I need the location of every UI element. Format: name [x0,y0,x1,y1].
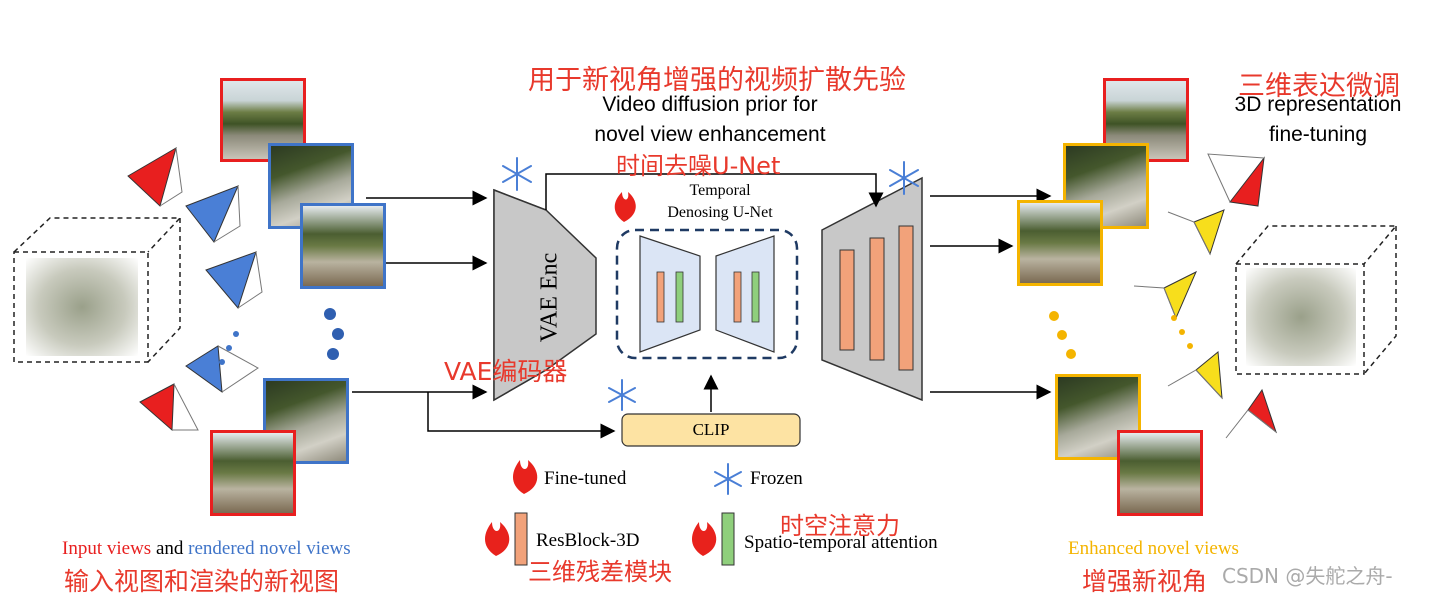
right-scene-image [1246,268,1356,366]
snowflake-icon-decoder [889,161,919,195]
finetune-cn: 三维表达微调 [1238,71,1400,102]
dot-small-1 [233,331,239,337]
finetune-en-line2: fine-tuning [1268,123,1368,146]
bottom-right-caption: Enhanced novel views [1068,538,1239,559]
bottom-left-caption: Input views and rendered novel views [62,538,351,560]
camera-red-top-right [1207,153,1265,207]
vae-cn-label: VAE编码器 [444,357,568,386]
unet-attention-right [751,271,760,323]
vae-enc-label: VAE Enc [536,252,563,343]
flame-icon-legend [513,460,538,494]
dot-yellow-2 [1057,330,1067,340]
flame-icon-attention [692,522,717,556]
camera-yellow-3 [1167,351,1223,400]
unet-resblock-left [656,271,665,323]
snowflake-icon-clip [608,379,636,411]
input-view-thumb-2 [210,430,296,516]
dot-yellow-3 [1066,349,1076,359]
left-3d-scene-cube [13,217,182,363]
legend-frozen: Frozen [750,468,803,489]
right-3d-scene-cube [1235,225,1398,375]
finetune-en-line1: 3D representation [1234,93,1402,116]
enhanced-view-thumb-3 [1017,200,1103,286]
unet-down-block [639,235,701,353]
clip-box [621,413,801,447]
camera-blue-2 [205,251,263,310]
dot-small-3 [219,359,225,365]
decoder-resblock-2 [869,237,885,361]
title-cn: 用于新视角增强的视频扩散先验 [528,65,906,96]
camera-blue-3 [185,345,259,394]
caption-input-views: Input views [62,538,152,559]
legend-fine-tuned: Fine-tuned [544,468,627,489]
title-en-line1: Video diffusion prior for [602,93,818,116]
dot-yellow-small-1 [1171,315,1177,321]
clip-label: CLIP [692,420,730,439]
decoder-resblock-1 [839,249,855,351]
flame-icon-unet [614,192,636,222]
camera-yellow-2 [1133,270,1198,320]
snowflake-icon-legend [714,463,742,495]
watermark: CSDN @失舵之舟- [1222,564,1393,588]
dot-yellow-small-2 [1179,329,1185,335]
decoder-resblock-3 [898,225,914,371]
dot-small-2 [226,345,232,351]
bottom-left-cn: 输入视图和渲染的新视图 [64,567,340,596]
dot-big-3 [327,348,339,360]
dot-yellow-1 [1049,311,1059,321]
camera-yellow-1 [1167,209,1225,256]
legend-resblock-swatch [514,512,528,566]
flame-icon-resblock [485,522,510,556]
enhanced-view-thumb-5 [1117,430,1203,516]
dot-big-1 [324,308,336,320]
snowflake-icon-encoder [502,157,532,191]
dot-big-2 [332,328,344,340]
bottom-right-cn: 增强新视角 [1082,567,1208,596]
legend-attention: Spatio-temporal attention [744,532,938,553]
unet-label-line1: Temporal [689,182,751,199]
unet-label-line2: Denosing U-Net [667,204,773,221]
dot-yellow-small-3 [1187,343,1193,349]
unet-up-block [715,235,775,353]
unet-dashed-box [615,228,799,360]
legend-attention-swatch [721,512,735,566]
legend-resblock: ResBlock-3D [536,530,640,551]
camera-red-bottom-left [139,383,199,432]
camera-red-top-left [127,146,183,207]
unet-cn-label: 时间去噪U-Net [616,152,781,180]
left-scene-image [26,258,138,356]
unet-resblock-right [733,271,742,323]
unet-attention-left [675,271,684,323]
legend-resblock-cn: 三维残差模块 [528,558,672,586]
rendered-view-thumb-2 [300,203,386,289]
camera-blue-1 [185,185,241,243]
legend-attention-cn: 时空注意力 [780,512,900,540]
input-view-thumb-1 [220,78,306,162]
arrows [352,173,1052,439]
caption-rendered-views: rendered novel views [188,538,351,559]
caption-and: and [151,538,189,559]
title-en-line2: novel view enhancement [594,123,826,146]
camera-red-bottom-right [1225,388,1278,439]
